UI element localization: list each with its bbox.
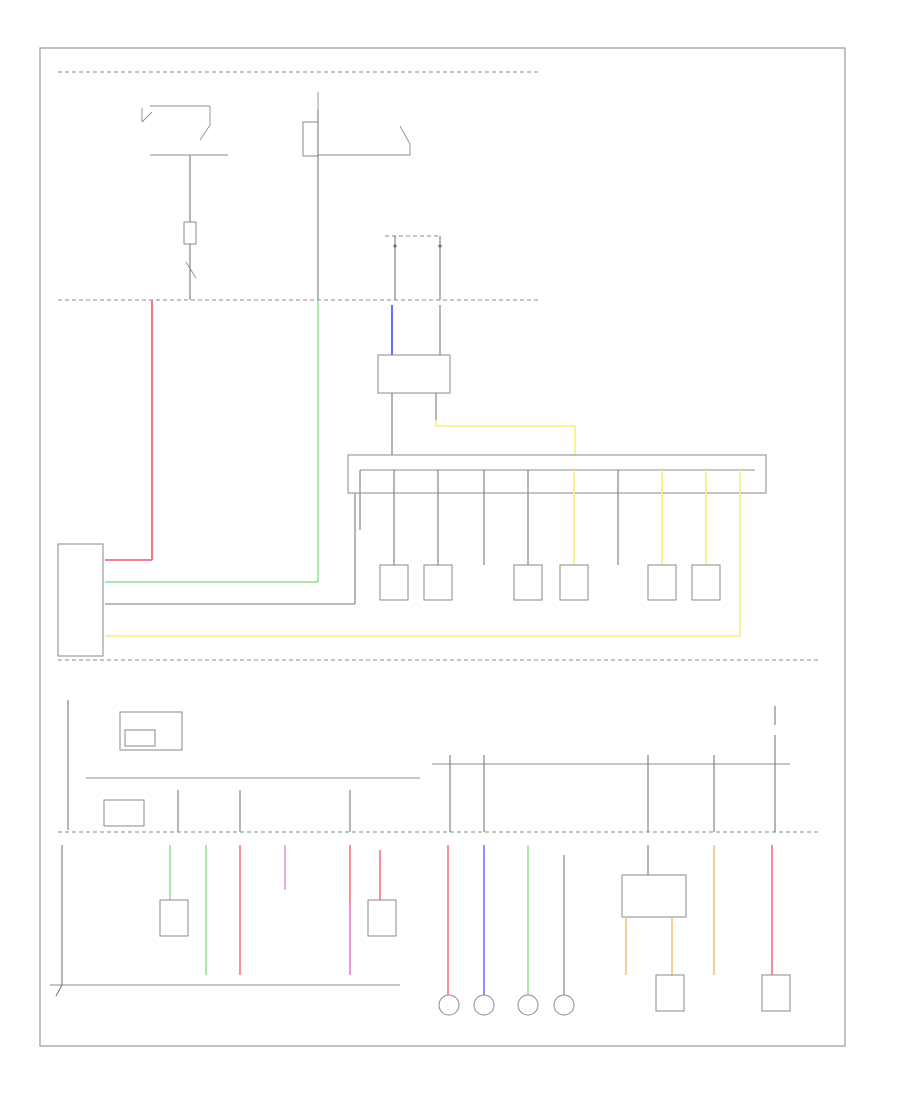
bottom-wires bbox=[61, 845, 773, 995]
control-unit bbox=[57, 543, 104, 657]
joint-connector bbox=[347, 454, 767, 494]
diagram-frame bbox=[39, 47, 846, 1047]
lower-right-bus bbox=[432, 706, 790, 832]
relay-module bbox=[377, 354, 451, 394]
lower-left-group bbox=[67, 700, 420, 832]
ignition-switch-group bbox=[141, 92, 442, 300]
bottom-components bbox=[159, 874, 791, 1016]
lamp-branch-group bbox=[359, 470, 741, 636]
lamp-row bbox=[379, 564, 721, 601]
